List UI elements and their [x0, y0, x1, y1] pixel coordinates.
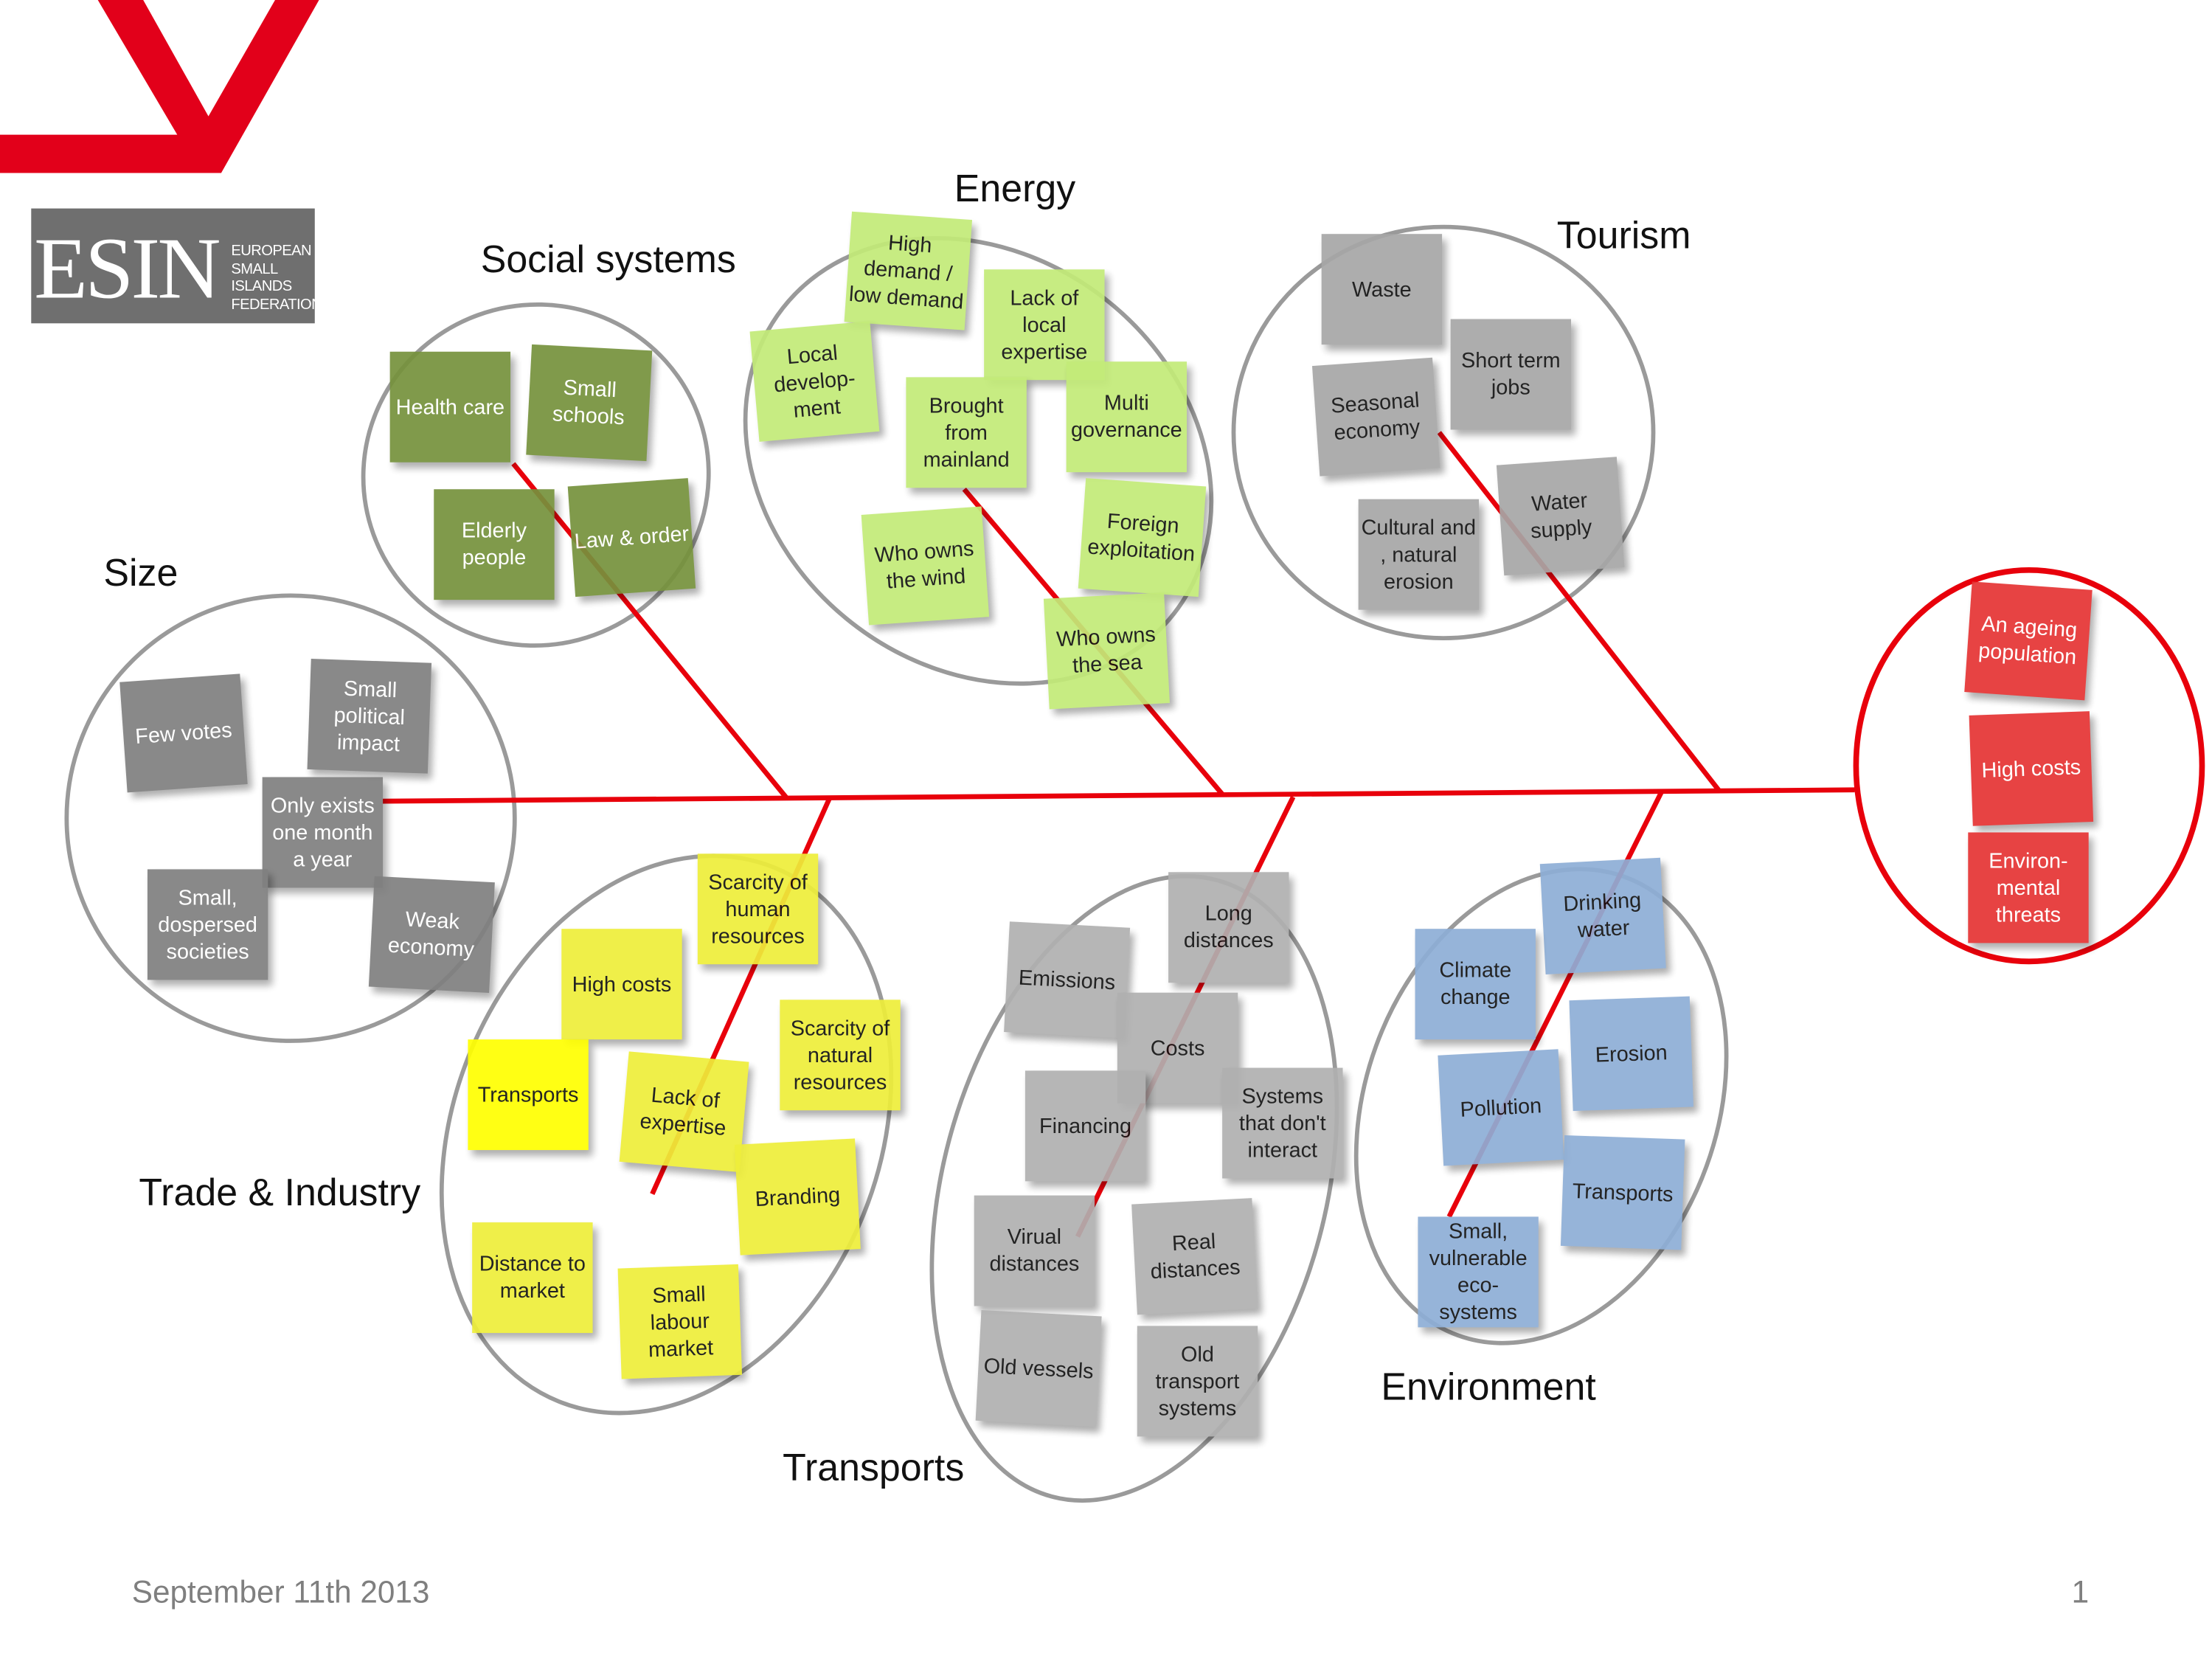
note-environment[interactable]: Drinking water — [1539, 857, 1666, 975]
ellipse-energy — [743, 235, 1214, 686]
note-energy[interactable]: Lack of local expertise — [984, 269, 1105, 381]
red-chevron-logo — [0, 0, 319, 173]
note-tourism[interactable]: Cultural and , natural erosion — [1358, 499, 1480, 610]
ellipse-tourism — [1231, 224, 1656, 640]
label-tourism: Tourism — [1556, 214, 1691, 257]
note-size[interactable]: Small political impact — [307, 659, 432, 774]
note-transports[interactable]: Systems that don't interact — [1222, 1067, 1343, 1179]
note-environment[interactable]: Erosion — [1569, 996, 1693, 1112]
note-transports[interactable]: Old vessels — [975, 1309, 1102, 1427]
label-transports: Transports — [783, 1446, 965, 1489]
label-energy: Energy — [954, 167, 1076, 210]
note-size[interactable]: Few votes — [119, 673, 248, 793]
logo-acronym: ESIN — [34, 221, 221, 318]
note-environment[interactable]: Pollution — [1438, 1049, 1564, 1166]
label-trade-industry: Trade & Industry — [139, 1171, 421, 1214]
note-trade[interactable]: Branding — [734, 1138, 861, 1255]
logo-line: SMALL — [231, 260, 278, 277]
note-energy[interactable]: Local develop-ment — [749, 321, 880, 442]
branch-tourism — [1437, 431, 1721, 792]
ellipse-size — [64, 593, 517, 1043]
note-trade[interactable]: Scarcity of natural resources — [780, 1000, 901, 1111]
note-trade[interactable]: Distance to market — [472, 1222, 593, 1334]
fishbone-spine — [383, 787, 1855, 804]
note-size[interactable]: Small, dospersed societies — [147, 869, 268, 980]
ellipse-social — [361, 302, 711, 648]
label-size: Size — [103, 551, 178, 595]
note-tourism[interactable]: Waste — [1321, 234, 1443, 345]
label-social-systems: Social systems — [480, 238, 736, 281]
note-social[interactable]: Small schools — [526, 344, 653, 462]
note-environment[interactable]: Climate change — [1415, 929, 1536, 1040]
note-trade[interactable]: Small labour market — [617, 1264, 743, 1379]
page-number: 1 — [2071, 1573, 2090, 1610]
note-energy[interactable]: Foreign exploitation — [1078, 478, 1207, 598]
note-size[interactable]: Only exists one month a year — [262, 777, 384, 888]
note-energy[interactable]: Who owns the sea — [1043, 592, 1170, 710]
footer-date: September 11th 2013 — [131, 1573, 430, 1610]
branch-social — [511, 462, 789, 800]
ellipse-transports — [929, 873, 1339, 1503]
esin-logo: ESIN EUROPEAN SMALL ISLANDS FEDERATION — [31, 208, 322, 324]
logo-line: FEDERATION — [231, 295, 322, 313]
note-social[interactable]: Health care — [389, 351, 511, 463]
note-energy[interactable]: High demand / low demand — [844, 211, 973, 330]
note-transports[interactable]: Emissions — [1004, 921, 1131, 1039]
note-trade[interactable]: High costs — [561, 929, 682, 1040]
logo-line: ISLANDS — [231, 277, 292, 295]
note-energy[interactable]: Brought from mainland — [906, 377, 1027, 488]
note-effects[interactable]: Environ-mental threats — [1968, 832, 2089, 943]
note-environment[interactable]: Transports — [1560, 1135, 1685, 1250]
note-transports[interactable]: Financing — [1024, 1070, 1146, 1182]
ellipse-effects — [1853, 567, 2205, 965]
note-trade[interactable]: Scarcity of human resources — [697, 853, 819, 965]
note-trade[interactable]: Transports — [468, 1039, 589, 1151]
note-environment[interactable]: Small, vulnerable eco-systems — [1418, 1216, 1539, 1328]
note-energy[interactable]: Multi governance — [1066, 361, 1188, 473]
note-effects[interactable]: High costs — [1969, 711, 2094, 826]
note-social[interactable]: Law & order — [567, 478, 696, 598]
logo-line: EUROPEAN — [231, 242, 312, 260]
note-effects[interactable]: An ageing population — [1964, 581, 2093, 701]
note-tourism[interactable]: Seasonal economy — [1311, 357, 1440, 477]
note-transports[interactable]: Virual distances — [974, 1195, 1095, 1306]
note-energy[interactable]: Who owns the wind — [861, 506, 990, 626]
note-social[interactable]: Elderly people — [434, 489, 555, 600]
logo-text: EUROPEAN SMALL ISLANDS FEDERATION — [231, 243, 322, 314]
note-size[interactable]: Weak economy — [368, 876, 495, 994]
note-transports[interactable]: Long distances — [1168, 872, 1289, 983]
note-tourism[interactable]: Short term jobs — [1450, 319, 1572, 430]
note-trade[interactable]: Lack of expertise — [619, 1051, 749, 1172]
note-transports[interactable]: Real distances — [1131, 1198, 1258, 1315]
label-environment: Environment — [1381, 1365, 1596, 1408]
note-transports[interactable]: Old transport systems — [1137, 1326, 1258, 1437]
note-tourism[interactable]: Water supply — [1496, 457, 1625, 576]
